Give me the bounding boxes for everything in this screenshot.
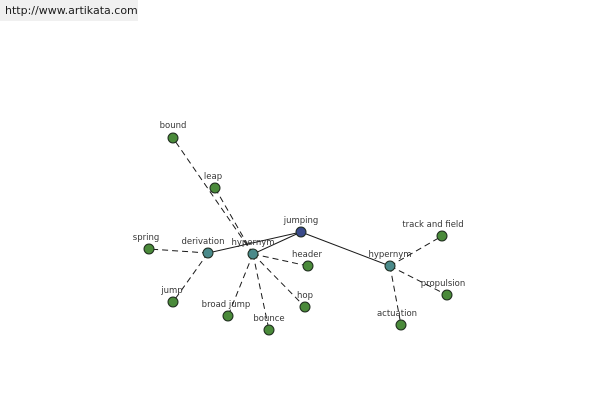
node-deriv[interactable]: derivation <box>181 237 225 259</box>
node-dot-propulsion[interactable] <box>441 289 453 301</box>
edge-hyp1-leap <box>214 187 254 255</box>
edge-hyp2-propulsion <box>389 265 448 296</box>
node-label-leap: leap <box>204 172 222 182</box>
node-actuation[interactable]: actuation <box>377 309 417 331</box>
node-label-propulsion: propulsion <box>421 279 465 289</box>
node-dot-leap[interactable] <box>209 182 221 194</box>
edge-hyp1-broadjump <box>227 253 254 317</box>
node-broadjump[interactable]: broad jump <box>202 300 251 322</box>
node-leap[interactable]: leap <box>204 172 222 194</box>
node-dot-hyp1[interactable] <box>247 248 259 260</box>
node-bound[interactable]: bound <box>160 121 187 144</box>
edge-deriv-jump <box>172 252 209 303</box>
node-dot-bound[interactable] <box>167 132 179 144</box>
node-label-broadjump: broad jump <box>202 300 251 310</box>
node-label-bounce: bounce <box>253 314 284 324</box>
edge-jumping-deriv <box>207 231 302 254</box>
edge-jumping-hyp1 <box>252 231 302 255</box>
node-jumping[interactable]: jumping <box>283 216 319 238</box>
node-trackfield[interactable]: track and field <box>402 220 464 242</box>
node-jump[interactable]: jump <box>160 286 183 308</box>
edge-hyp1-hop <box>252 253 306 308</box>
node-label-hyp1: hypernym <box>231 238 274 248</box>
node-dot-broadjump[interactable] <box>222 310 234 322</box>
node-dot-hyp2[interactable] <box>384 260 396 272</box>
node-spring[interactable]: spring <box>133 233 159 255</box>
node-dot-bounce[interactable] <box>263 324 275 336</box>
node-hop[interactable]: hop <box>297 291 313 313</box>
node-propulsion[interactable]: propulsion <box>421 279 465 301</box>
node-label-header: header <box>292 250 322 260</box>
node-label-jump: jump <box>160 286 182 296</box>
node-dot-actuation[interactable] <box>395 319 407 331</box>
node-dot-jumping[interactable] <box>295 226 307 238</box>
edge-hyp2-trackfield <box>389 235 443 267</box>
edge-hyp1-bounce <box>252 253 270 331</box>
edge-jumping-hyp2 <box>300 231 391 267</box>
node-hyp2[interactable]: hypernym <box>368 250 412 272</box>
node-dot-header[interactable] <box>302 260 314 272</box>
site-url-link[interactable]: http://www.artikata.com <box>5 4 138 17</box>
node-label-hop: hop <box>297 291 313 301</box>
edge-deriv-spring <box>148 248 209 254</box>
node-label-spring: spring <box>133 233 159 243</box>
node-hyp1[interactable]: hypernym <box>231 238 275 260</box>
node-bounce[interactable]: bounce <box>253 314 285 336</box>
node-dot-spring[interactable] <box>143 243 155 255</box>
nodes-layer: jumping hypernym hypernym derivation bound le… <box>133 121 465 336</box>
node-label-trackfield: track and field <box>402 220 463 230</box>
node-label-jumping: jumping <box>283 216 319 226</box>
node-dot-trackfield[interactable] <box>436 230 448 242</box>
edge-hyp2-actuation <box>389 265 402 326</box>
edge-hyp1-bound <box>172 137 254 255</box>
node-dot-hop[interactable] <box>299 301 311 313</box>
node-label-bound: bound <box>160 121 187 131</box>
node-dot-jump[interactable] <box>167 296 179 308</box>
node-label-deriv: derivation <box>181 237 224 247</box>
node-header[interactable]: header <box>292 250 322 272</box>
header-bar: http://www.artikata.com <box>0 0 138 21</box>
node-dot-deriv[interactable] <box>202 247 214 259</box>
node-label-actuation: actuation <box>377 309 417 319</box>
edges-layer <box>148 137 448 331</box>
node-label-hyp2: hypernym <box>368 250 411 260</box>
